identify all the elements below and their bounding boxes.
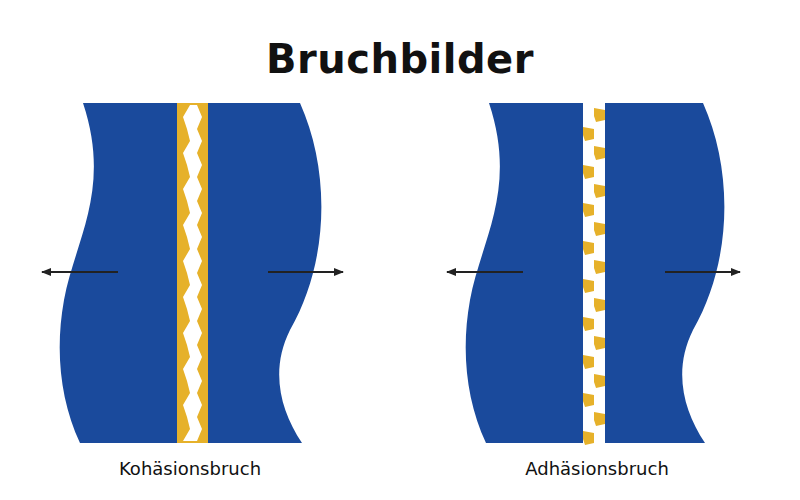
residue-blob bbox=[594, 222, 605, 236]
adhesive-residue bbox=[583, 108, 605, 445]
residue-blob bbox=[583, 393, 594, 407]
adhesive-layer bbox=[175, 103, 210, 443]
residue-blob bbox=[594, 298, 605, 312]
force-arrow bbox=[665, 271, 740, 273]
residue-blob bbox=[583, 127, 594, 141]
residue-blob bbox=[583, 241, 594, 255]
residue-blob bbox=[594, 146, 605, 160]
residue-blob bbox=[594, 260, 605, 274]
diagram-title: Bruchbilder bbox=[266, 36, 534, 82]
residue-blob bbox=[594, 374, 605, 388]
residue-blob bbox=[594, 184, 605, 198]
residue-blob bbox=[583, 431, 594, 445]
residue-blob bbox=[594, 412, 605, 426]
residue-blob bbox=[583, 203, 594, 217]
residue-blob bbox=[594, 336, 605, 350]
force-arrow bbox=[268, 271, 343, 273]
cohesive-figure bbox=[42, 103, 343, 443]
force-arrow bbox=[447, 271, 523, 273]
gap bbox=[583, 103, 605, 443]
residue-blob bbox=[583, 317, 594, 331]
adhesive-figure bbox=[447, 103, 740, 445]
residue-blob bbox=[583, 355, 594, 369]
crack bbox=[183, 105, 202, 441]
residue-blob bbox=[583, 279, 594, 293]
figure-label: Kohäsionsbruch bbox=[119, 458, 261, 479]
force-arrow bbox=[42, 271, 118, 273]
residue-blob bbox=[583, 165, 594, 179]
residue-blob bbox=[594, 108, 605, 122]
figure-label: Adhäsionsbruch bbox=[525, 458, 669, 479]
